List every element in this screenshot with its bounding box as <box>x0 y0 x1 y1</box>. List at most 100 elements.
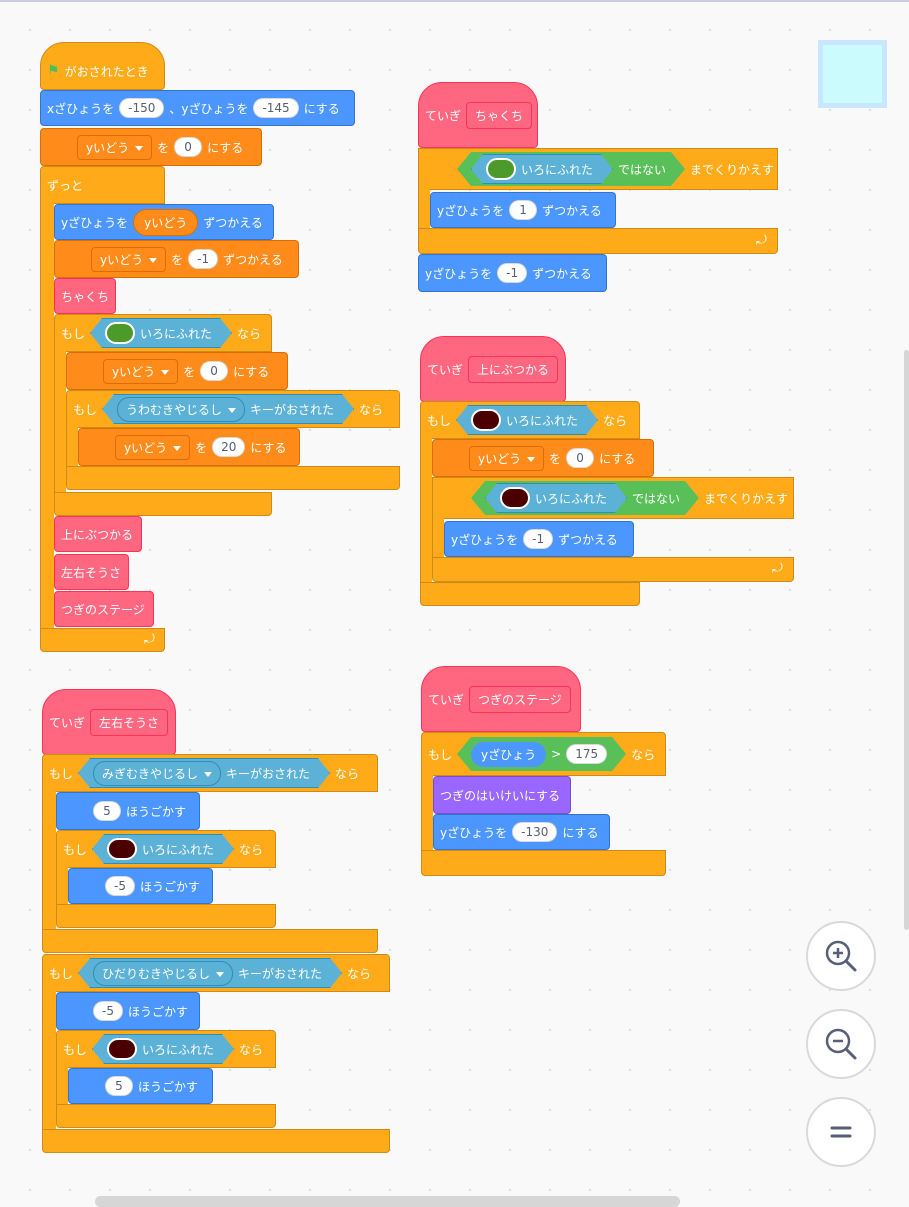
green-flag-icon: ⚑ <box>47 63 60 79</box>
value-input[interactable]: 5 <box>105 1076 133 1096</box>
repeat-until-block[interactable]: いろにふれた ではない までくりかえす <box>418 148 778 190</box>
touching-color-condition[interactable]: いろにふれた <box>456 405 598 435</box>
proc-name-landing: ちゃくち <box>466 101 533 129</box>
variable-dropdown[interactable]: yいどう <box>103 358 179 384</box>
zoom-in-button[interactable] <box>806 921 876 991</box>
repeat-end <box>432 557 794 582</box>
if-y-greater-block[interactable]: もし yざひょう > 175 なら <box>421 732 666 776</box>
color-swatch-dark-red[interactable] <box>471 409 501 431</box>
touching-color-condition[interactable]: いろにふれた <box>90 318 232 348</box>
y-input[interactable]: -145 <box>253 98 299 118</box>
set-variable-block[interactable]: yいどう を 0 にする <box>66 352 288 390</box>
change-y-block[interactable]: yざひょうを -1 ずつかえる <box>444 521 634 557</box>
key-dropdown[interactable]: みぎむきやじるし <box>93 761 221 786</box>
if-arm <box>56 867 68 907</box>
set-y-block[interactable]: yざひょうを -130 にする <box>433 814 610 850</box>
repeat-until-block[interactable]: いろにふれた ではない までくりかえす <box>432 477 794 519</box>
call-hit-top-block[interactable]: 上にぶつかる <box>54 516 142 552</box>
key-dropdown[interactable]: ひだりむきやじるし <box>93 961 233 986</box>
change-x-block[interactable]: -5 ほうごかす <box>56 992 200 1030</box>
value-input[interactable]: 175 <box>566 744 607 764</box>
change-y-block[interactable]: yざひょうを 1 ずつかえる <box>430 192 616 228</box>
value-input[interactable]: -5 <box>105 876 135 896</box>
variable-dropdown[interactable]: yいどう <box>115 434 191 460</box>
next-backdrop-block[interactable]: つぎのはいけいにする <box>433 776 571 814</box>
if-touching-green-block[interactable]: もし いろにふれた なら <box>54 314 272 352</box>
value-input[interactable]: -1 <box>188 249 219 269</box>
color-swatch-green[interactable] <box>105 322 135 344</box>
if-end <box>42 1129 390 1153</box>
define-left-right-hat[interactable]: ていぎ 左右そうさ <box>42 689 176 755</box>
touching-color-condition[interactable]: いろにふれた <box>92 1034 234 1064</box>
touching-color-condition[interactable]: いろにふれた <box>485 483 627 513</box>
value-input[interactable]: -1 <box>497 263 528 283</box>
if-end <box>420 582 640 606</box>
color-swatch-dark-red[interactable] <box>107 838 137 860</box>
horizontal-scrollbar[interactable] <box>95 1196 680 1207</box>
key-pressed-condition[interactable]: みぎむきやじるし キーがおされた <box>78 758 330 788</box>
define-hit-top-hat[interactable]: ていぎ 上にぶつかる <box>420 336 566 402</box>
dropdown-caret-icon <box>173 445 182 451</box>
when-flag-clicked-hat[interactable]: ⚑ がおされたとき <box>40 42 165 90</box>
value-input[interactable]: -130 <box>512 822 558 842</box>
variable-dropdown[interactable]: yいどう <box>77 134 153 160</box>
set-variable-block[interactable]: yいどう を 20 にする <box>78 428 300 466</box>
greater-than-operator[interactable]: yざひょう > 175 <box>457 737 626 771</box>
zoom-out-icon <box>825 1028 857 1060</box>
loop-arrow-icon: ⤾ <box>756 233 767 248</box>
zoom-out-button[interactable] <box>806 1009 876 1079</box>
value-input[interactable]: 20 <box>212 437 246 457</box>
if-touching-darkred-block[interactable]: もし いろにふれた なら <box>56 830 276 868</box>
change-variable-block[interactable]: yいどう を -1 ずつかえる <box>54 240 299 278</box>
color-swatch-dark-red[interactable] <box>107 1038 137 1060</box>
if-key-left-block[interactable]: もし ひだりむきやじるし キーがおされた なら <box>42 954 390 992</box>
touching-color-condition[interactable]: いろにふれた <box>92 834 234 864</box>
stage-thumbnail[interactable] <box>818 40 887 108</box>
touching-color-condition[interactable]: いろにふれた <box>471 154 613 184</box>
key-pressed-condition[interactable]: うわむきやじるし キーがおされた <box>102 394 354 424</box>
change-x-block[interactable]: 5 ほうごかす <box>56 792 200 830</box>
y-position-reporter[interactable]: yざひょう <box>471 742 546 767</box>
value-input[interactable]: 5 <box>93 801 121 821</box>
y-velocity-reporter[interactable]: yいどう <box>133 208 199 236</box>
change-x-block[interactable]: 5 ほうごかす <box>68 1068 213 1104</box>
value-input[interactable]: -5 <box>93 1001 123 1021</box>
define-next-stage-hat[interactable]: ていぎ つぎのステージ <box>421 666 581 732</box>
call-landing-block[interactable]: ちゃくち <box>54 278 116 314</box>
not-operator[interactable]: いろにふれた ではない <box>457 152 685 186</box>
zoom-reset-button[interactable] <box>806 1097 876 1167</box>
variable-dropdown[interactable]: yいどう <box>91 246 167 272</box>
value-input[interactable]: 0 <box>200 361 229 381</box>
value-input[interactable]: -1 <box>523 529 554 549</box>
key-pressed-condition[interactable]: ひだりむきやじるし キーがおされた <box>78 958 342 988</box>
call-next-stage-block[interactable]: つぎのステージ <box>54 591 154 627</box>
call-left-right-block[interactable]: 左右そうさ <box>54 554 129 590</box>
change-y-block[interactable]: yざひょうを yいどう ずつかえる <box>54 204 274 240</box>
value-input[interactable]: 0 <box>566 448 595 468</box>
value-input[interactable]: 0 <box>174 137 203 157</box>
set-variable-block[interactable]: yいどう を 0 にする <box>432 439 654 477</box>
if-touching-darkred-block[interactable]: もし いろにふれた なら <box>56 1030 276 1068</box>
proc-name-next-stage: つぎのステージ <box>469 685 571 713</box>
key-dropdown[interactable]: うわむきやじるし <box>117 397 245 422</box>
zoom-reset-icon <box>830 1126 852 1138</box>
color-swatch-green[interactable] <box>486 158 516 180</box>
value-input[interactable]: 1 <box>509 200 538 220</box>
change-x-block[interactable]: -5 ほうごかす <box>68 868 213 904</box>
color-swatch-dark-red[interactable] <box>500 487 530 509</box>
repeat-end <box>418 228 778 254</box>
if-key-up-block[interactable]: もし うわむきやじるし キーがおされた なら <box>66 390 400 428</box>
forever-block[interactable]: ずっと <box>40 166 165 204</box>
x-input[interactable]: -150 <box>119 98 165 118</box>
define-landing-hat[interactable]: ていぎ ちゃくち <box>418 82 538 148</box>
vertical-scrollbar[interactable] <box>904 350 909 930</box>
if-touching-darkred-block[interactable]: もし いろにふれた なら <box>420 401 640 439</box>
goto-xy-block[interactable]: xざひょうを -150 、yざひょうを -145 にする <box>40 90 355 126</box>
top-border <box>0 0 909 2</box>
if-arm <box>56 1067 68 1107</box>
change-y-block[interactable]: yざひょうを -1 ずつかえる <box>418 254 607 292</box>
not-operator[interactable]: いろにふれた ではない <box>471 481 699 515</box>
variable-dropdown[interactable]: yいどう <box>469 445 545 471</box>
set-variable-block[interactable]: yいどう を 0 にする <box>40 128 262 166</box>
if-key-right-block[interactable]: もし みぎむきやじるし キーがおされた なら <box>42 754 378 792</box>
